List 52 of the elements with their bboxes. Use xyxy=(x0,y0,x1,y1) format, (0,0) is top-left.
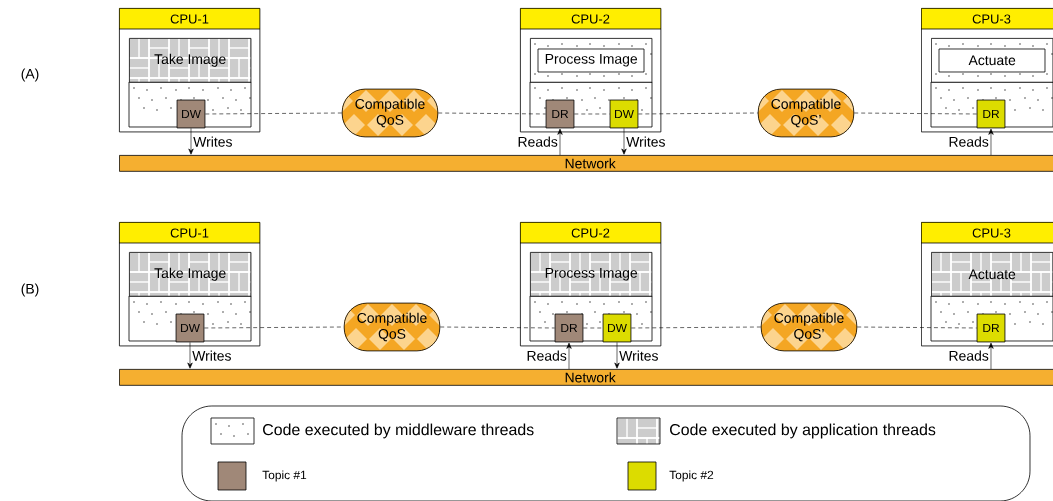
legend-label: Topic #2 xyxy=(669,470,714,482)
edge-label: Reads xyxy=(516,135,559,148)
connector-line xyxy=(631,326,762,329)
panel-label: (A) xyxy=(21,68,39,82)
edge-label: Writes xyxy=(192,135,234,148)
node-label: Actuate xyxy=(968,55,1016,66)
application-region: Take Image xyxy=(129,38,252,83)
topic-box: DR xyxy=(976,313,1006,343)
topic-box: DR xyxy=(976,99,1006,129)
legend-label: Code executed by application threads xyxy=(670,423,936,439)
topic-box: DR xyxy=(554,313,584,343)
arrow xyxy=(614,342,620,369)
connector-line xyxy=(205,112,343,115)
network-bar: Network xyxy=(119,155,1053,172)
edge-label: Writes xyxy=(618,349,660,362)
connector-line xyxy=(856,326,977,329)
legend-label: Code executed by middleware threads xyxy=(263,423,534,439)
arrow xyxy=(557,128,563,156)
edge-label: Reads xyxy=(525,349,568,362)
edge-label: Reads xyxy=(947,135,990,148)
edge-label: Reads xyxy=(947,349,990,362)
application-region: Actuate xyxy=(931,252,1053,297)
task-box: Actuate xyxy=(931,38,1053,83)
qos-pill: Compatible QoS’ xyxy=(760,302,858,352)
connector-line xyxy=(853,112,977,115)
topic-box: DW xyxy=(175,313,205,343)
arrow xyxy=(988,128,994,156)
application-region: Process Image xyxy=(530,252,653,297)
arrow xyxy=(187,342,193,369)
topic-box: DW xyxy=(176,99,206,129)
arrow xyxy=(566,342,572,370)
legend-label: Topic #1 xyxy=(262,470,307,482)
connector-line xyxy=(583,327,603,329)
qos-pill: Compatible QoS xyxy=(341,88,439,138)
task-box: Process Image xyxy=(530,38,653,83)
panel-label: (B) xyxy=(21,283,39,297)
topic-box: DR xyxy=(545,99,575,129)
topic-box: DW xyxy=(602,313,632,343)
edge-label: Writes xyxy=(625,135,667,148)
network-bar: Network xyxy=(119,369,1053,386)
arrow xyxy=(188,128,194,155)
arrow xyxy=(621,128,627,155)
connector-line xyxy=(638,112,759,115)
qos-pill: Compatible QoS’ xyxy=(757,88,855,138)
connector-line xyxy=(574,113,610,115)
topic-box: DW xyxy=(609,99,639,129)
edge-label: Writes xyxy=(191,349,233,362)
arrow xyxy=(988,342,994,370)
connector-line xyxy=(437,112,546,115)
connector-line xyxy=(439,326,555,329)
application-region: Take Image xyxy=(129,252,252,297)
qos-pill: Compatible QoS xyxy=(343,302,441,352)
